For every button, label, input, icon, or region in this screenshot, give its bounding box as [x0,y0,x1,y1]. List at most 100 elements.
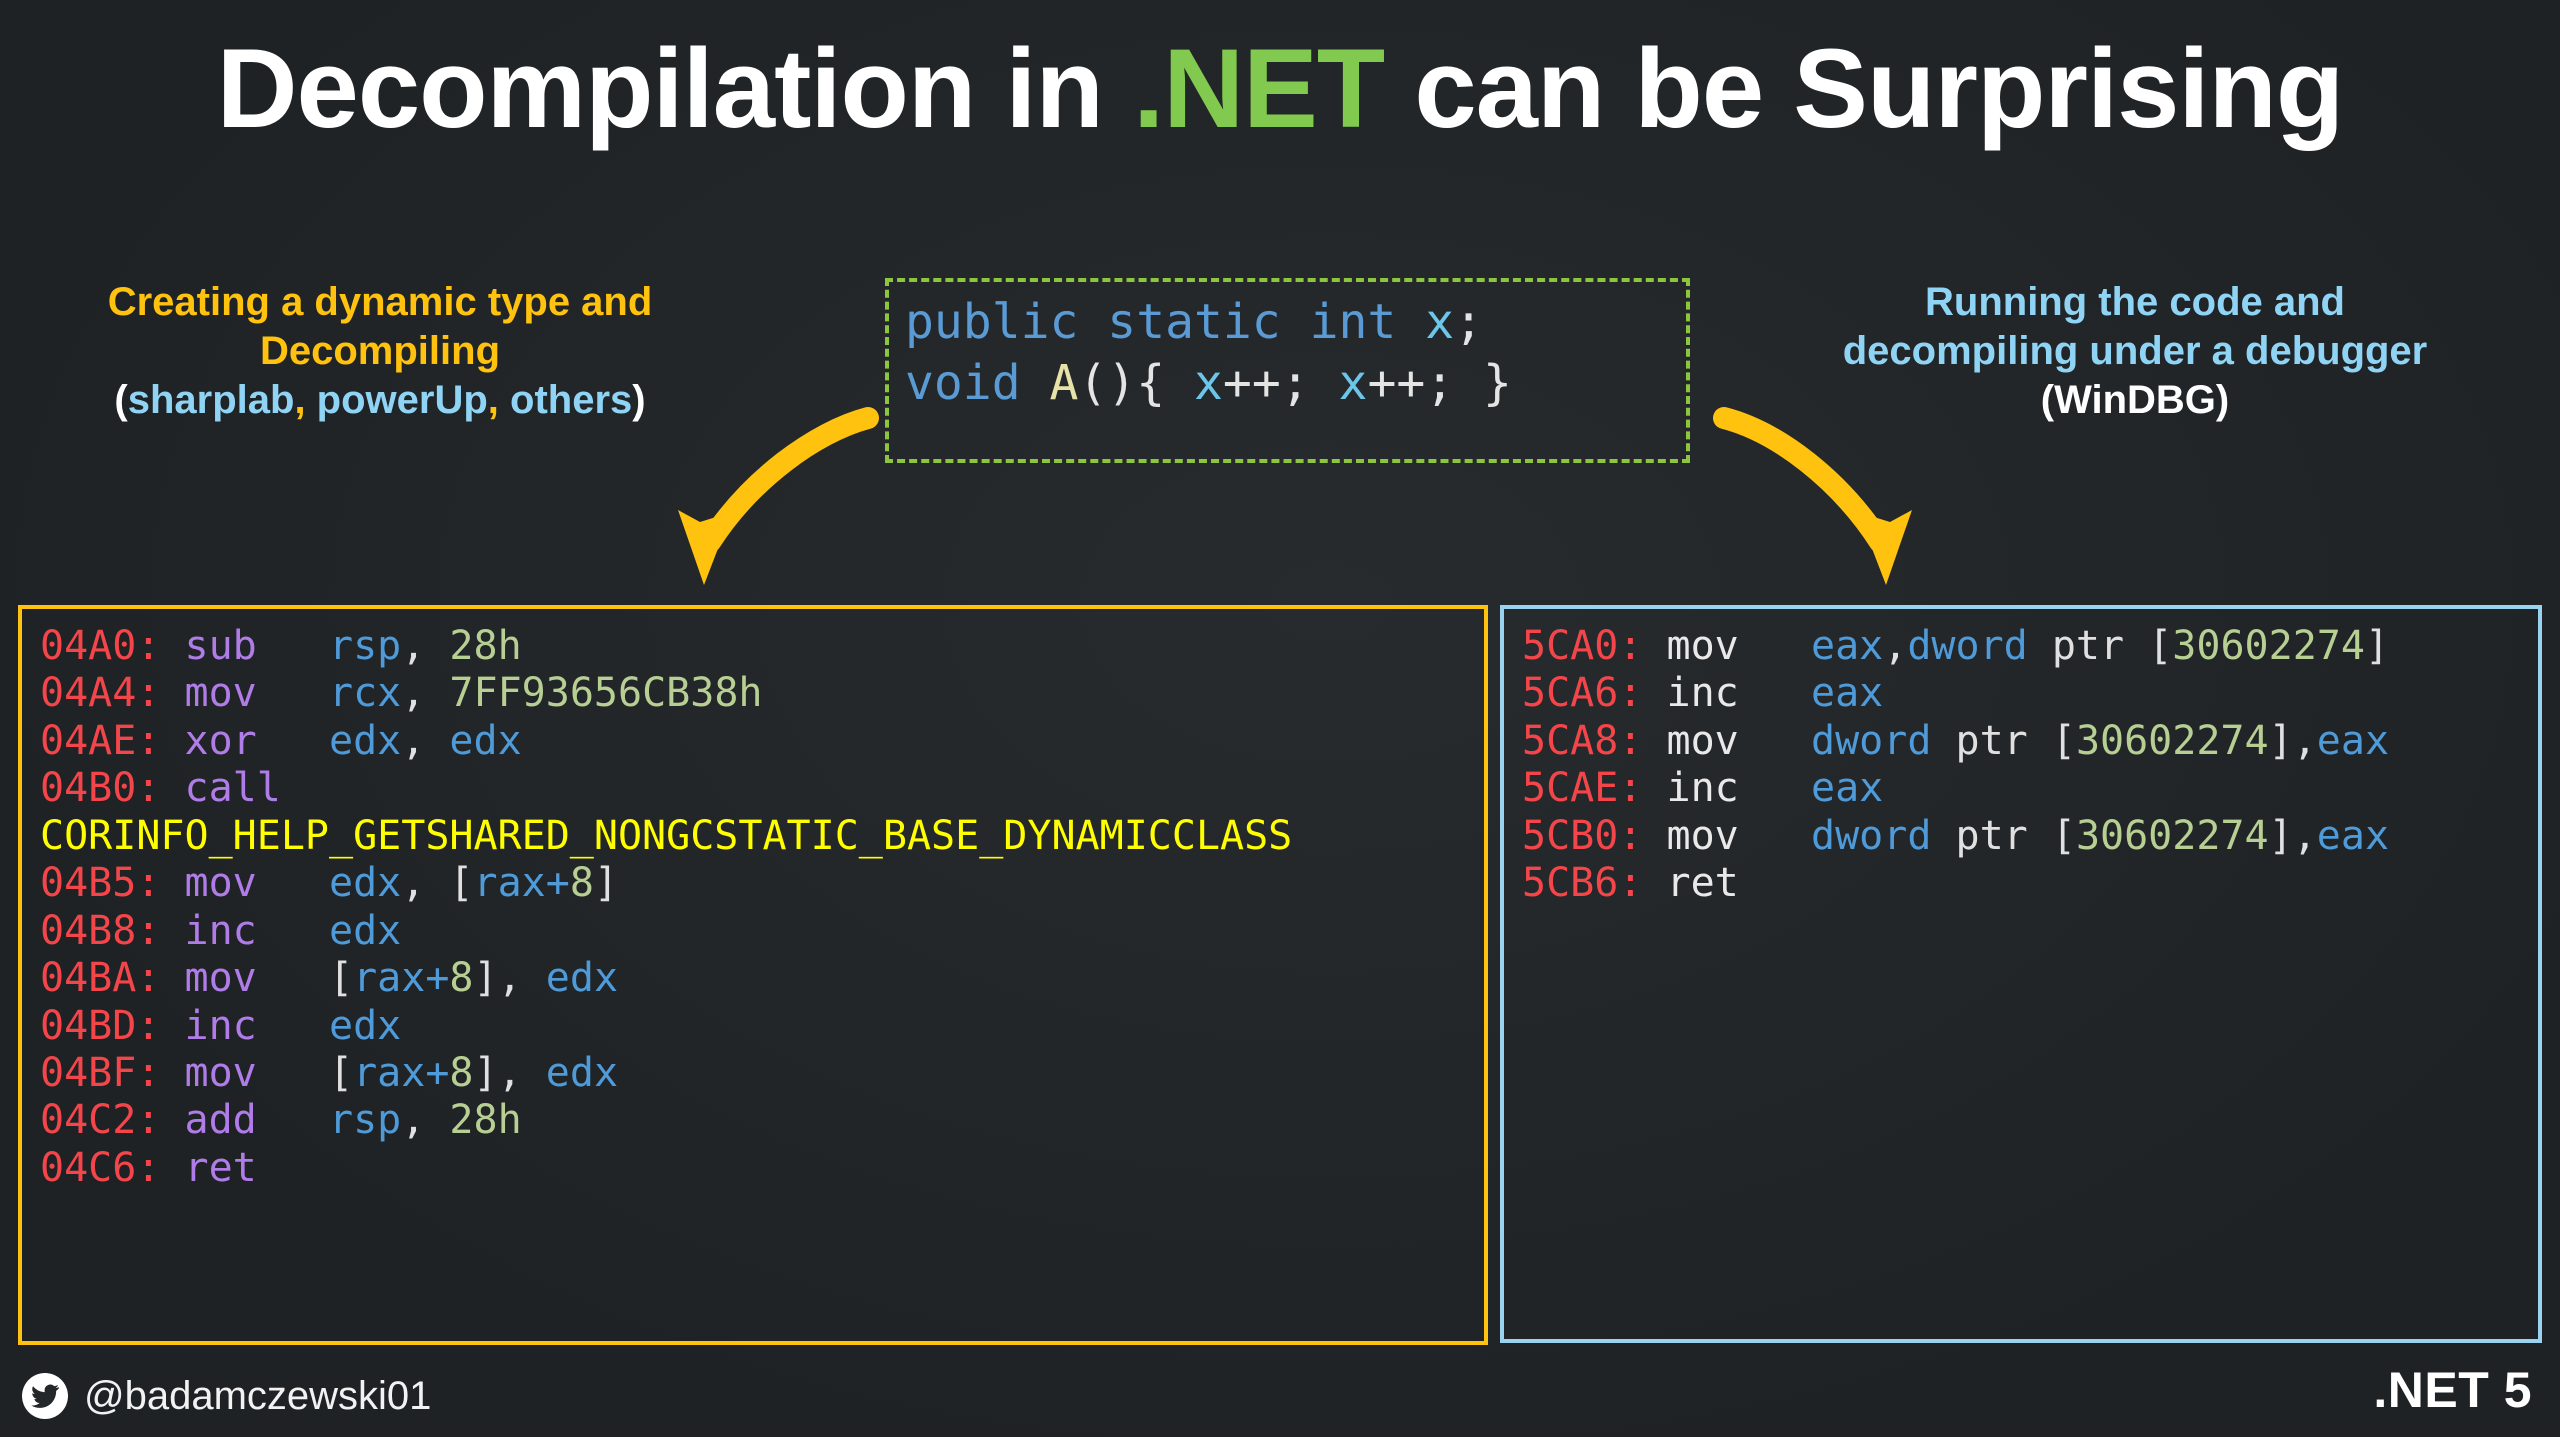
asm-line: 04B0: call [40,765,1484,812]
asm-line: 04C2: add rsp, 28h [40,1097,1484,1144]
inc-x-2: x [1338,355,1368,412]
asm-line: 04B5: mov edx, [rax+8] [40,860,1484,907]
asm-mnemonic: call [160,765,329,812]
asm-operand: , [401,717,450,764]
asm-operand: rcx [329,670,402,717]
asm-address: 04B8: [40,907,161,954]
asm-operand: rax+ [473,860,570,907]
asm-address: 04C2: [40,1097,161,1144]
asm-operand: 30602274 [2075,812,2269,859]
asm-operand: ] [2268,717,2293,764]
asm-line: 5CA6: inc eax [1522,670,2538,717]
asm-operand: ptr [1931,812,2052,859]
asm-mnemonic: xor [160,717,329,764]
asm-operand: 30602274 [2172,623,2365,669]
asm-operand: , [1883,623,1908,669]
page-title: Decompilation in .NET can be Surprising [0,30,2560,148]
asm-address: 04AE: [40,717,161,764]
kw-void: void [905,355,1021,412]
asm-operand: [ [2051,717,2076,764]
asm-operand: edx [329,717,402,764]
asm-operand: [ [2051,812,2076,859]
method-parens: () [1078,355,1137,412]
twitter-bird-icon [22,1373,68,1419]
asm-line: 5CB0: mov dword ptr [30602274],eax [1522,813,2538,860]
paren-open: ( [114,377,128,422]
asm-operand: [ [2148,623,2173,669]
asm-line: 5CA8: mov dword ptr [30602274],eax [1522,718,2538,765]
inc-op-1: ++; [1222,355,1310,412]
asm-line: CORINFO_HELP_GETSHARED_NONGCSTATIC_BASE_… [40,813,1484,860]
right-caption: Running the code and decompiling under a… [1740,278,2530,424]
semicolon: ; [1454,294,1484,350]
asm-operand: edx [545,1049,619,1096]
code-line-2: void A(){ x++; x++; } [905,353,1670,414]
asm-operand: ] [2268,812,2293,859]
inc-op-2: ++; [1367,355,1455,412]
asm-operand: rax+ [353,955,450,1002]
asm-mnemonic: mov [1642,812,1811,859]
twitter-handle-text: @badamczewski01 [84,1373,432,1418]
asm-address: 5CA8: [1522,717,1643,764]
left-caption-line1: Creating a dynamic type and [107,280,653,324]
asm-operand: ] [2364,623,2390,669]
asm-line: 04BA: mov [rax+8], edx [40,955,1484,1002]
asm-operand: rsp [329,1097,402,1144]
asm-operand: , [401,623,450,669]
asm-operand: , [2292,812,2317,859]
asm-mnemonic: ret [160,1144,329,1191]
asm-operand: edx [329,860,402,907]
asm-line: 04A4: mov rcx, 7FF93656CB38h [40,670,1484,717]
asm-address: 5CA0: [1522,623,1643,669]
left-caption-tools: (sharplab, powerUp, others) [10,376,750,425]
asm-line: 04A0: sub rsp, 28h [40,623,1484,670]
asm-operand: rsp [329,623,402,669]
asm-operand: edx [329,1002,402,1049]
asm-address: 5CA6: [1522,670,1643,717]
asm-mnemonic: mov [160,670,329,717]
asm-operand: eax [2316,717,2390,764]
paren-close: ) [632,377,646,422]
asm-line: 04C6: ret [40,1145,1484,1192]
asm-operand: 8 [449,955,474,1002]
kw-int: int [1309,294,1397,350]
asm-operand: ] [593,860,619,907]
asm-operand: 8 [449,1049,474,1096]
inc-x-1: x [1194,355,1223,412]
asm-operand: edx [449,717,522,764]
tool-sharplab: sharplab [127,377,295,422]
tool-powerup: powerUp [316,377,488,422]
asm-line: 5CAE: inc eax [1522,765,2538,812]
asm-operand: ptr [2027,623,2149,669]
asm-line: 04BF: mov [rax+8], edx [40,1050,1484,1097]
asm-operand: 7FF93656CB38h [449,670,763,717]
asm-address: 5CAE: [1522,765,1643,812]
asm-mnemonic: sub [160,623,329,669]
asm-address: 04A4: [40,670,161,717]
brace-open: { [1136,355,1166,412]
asm-operand: ] [473,1049,498,1096]
asm-operand: eax [1811,765,1884,812]
asm-operand: rax+ [353,1049,450,1096]
asm-mnemonic: inc [160,907,329,954]
asm-operand: [ [329,955,354,1002]
dotnet-version-label: .NET 5 [2373,1362,2532,1418]
title-accent-dotnet: .NET [1133,26,1385,151]
right-caption-line1: Running the code and [1925,280,2345,324]
field-x: x [1425,294,1455,350]
asm-mnemonic: inc [1642,765,1811,812]
asm-operand: dword [1907,623,2028,669]
asm-operand: eax [2316,812,2390,859]
asm-operand: 28h [449,623,522,669]
right-caption-line2: decompiling under a debugger [1842,328,2428,373]
asm-address: 04BD: [40,1002,161,1049]
asm-mnemonic: inc [1642,670,1811,717]
asm-operand: [ [329,1049,354,1096]
title-post: can be Surprising [1384,26,2344,151]
title-pre: Decompilation in [216,26,1134,151]
asm-address: 04BF: [40,1049,161,1096]
tool-others: others [510,377,633,422]
asm-address: 04A0: [40,623,161,669]
